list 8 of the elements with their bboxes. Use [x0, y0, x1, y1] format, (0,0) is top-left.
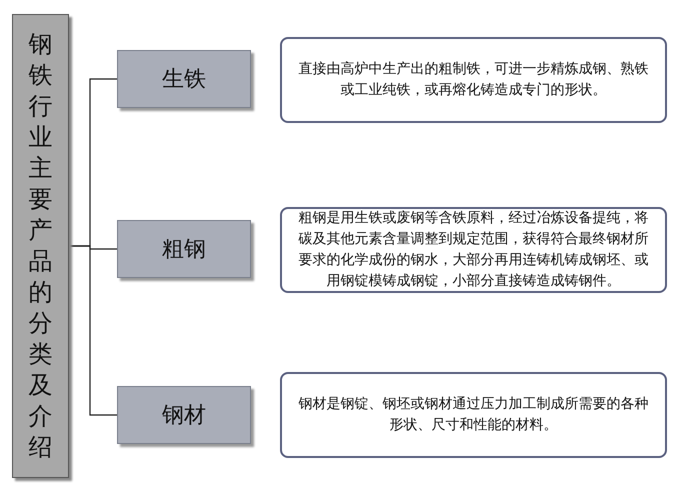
category-box: 钢材	[117, 386, 251, 444]
title-bar: 钢铁行业主要产品的分类及介绍	[12, 14, 69, 478]
connector-line	[69, 245, 117, 416]
category-box: 生铁	[117, 50, 251, 108]
category-box: 粗钢	[117, 220, 251, 278]
description-box: 粗钢是用生铁或废钢等含铁原料，经过冶炼设备提纯，将碳及其他元素含量调整到规定范围，获得符合最终钢材所要求的化学成份的钢水，大部分再用连铸机铸成钢坯、或用钢锭模铸成钢锭，小部分直接铸造成铸钢件。	[280, 207, 667, 293]
description-box: 钢材是钢锭、钢坯或钢材通过压力加工制成所需要的各种形状、尺寸和性能的材料。	[280, 372, 667, 458]
description-box: 直接由高炉中生产出的粗制铁，可进一步精炼成钢、熟铁或工业纯铁，或再熔化铸造成专门的形状。	[280, 37, 667, 123]
